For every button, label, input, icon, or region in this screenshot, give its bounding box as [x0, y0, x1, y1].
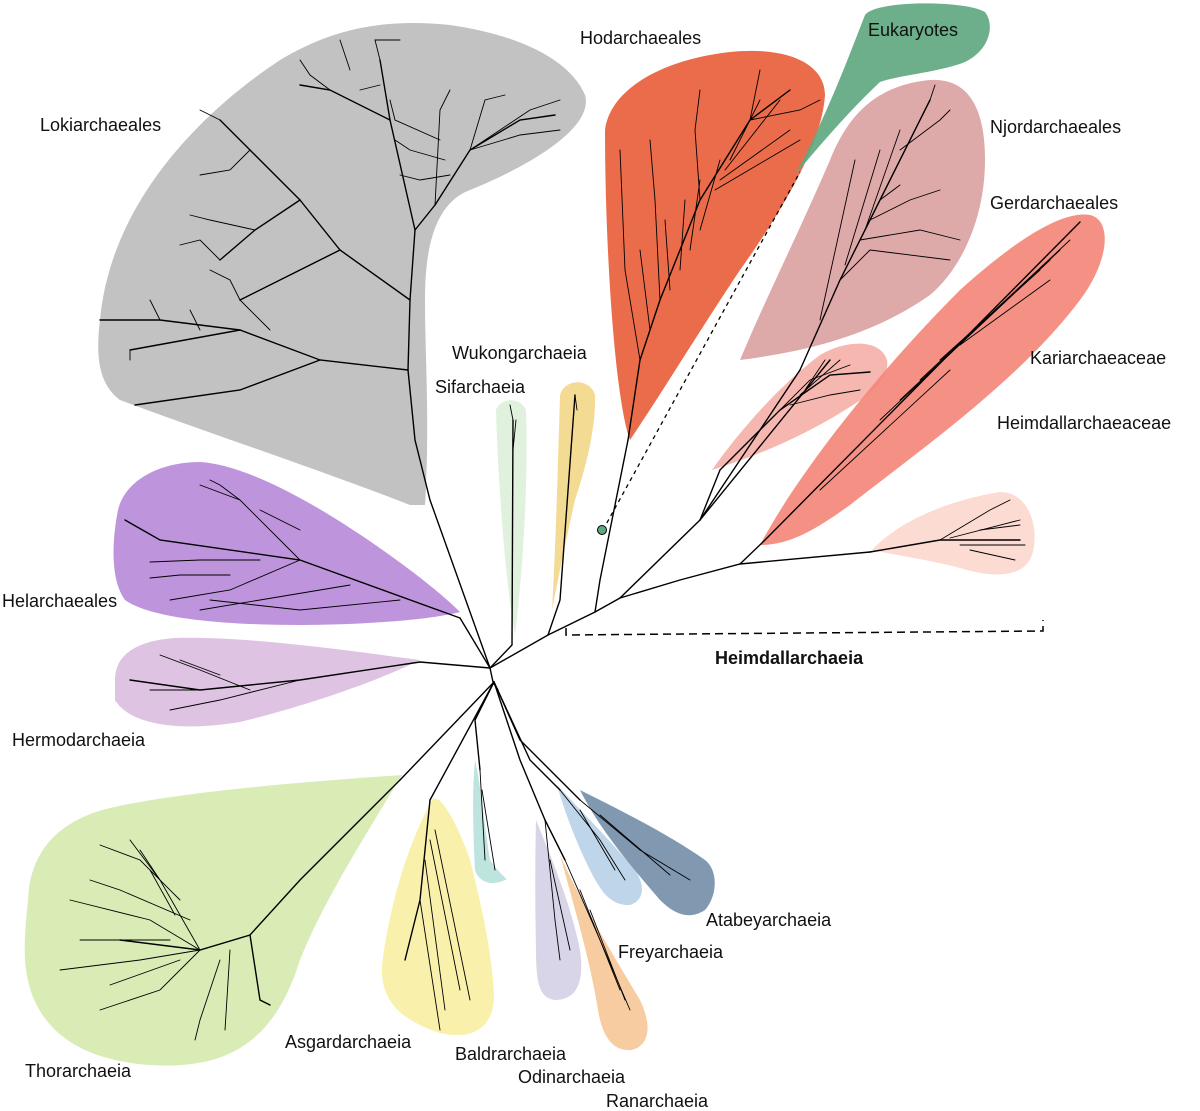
helarchaeales-branches — [124, 479, 461, 619]
label-lokiarchaeales: Lokiarchaeales — [40, 115, 161, 135]
thorarchaeia-region — [24, 775, 403, 1066]
freyarchaeia-region — [557, 785, 642, 906]
label-thorarchaeia: Thorarchaeia — [25, 1061, 132, 1081]
ranarchaeia-region — [560, 855, 648, 1051]
atabeyarchaeia-branches — [579, 799, 691, 881]
kariarchaeaceae-region — [760, 214, 1105, 545]
heimdallarchaeaceae-branches — [869, 499, 1026, 561]
label-freyarchaeia: Freyarchaeia — [618, 942, 724, 962]
lokiarchaeales-region — [98, 23, 586, 506]
gerdarchaeales-branches — [719, 359, 871, 471]
ranarchaeia-branches — [564, 859, 631, 1011]
hermodarchaeia-branches — [129, 654, 421, 711]
label-wukongarchaeia: Wukongarchaeia — [452, 343, 588, 363]
label-hodarchaeales: Hodarchaeales — [580, 28, 701, 48]
asgardarchaeia-branches — [404, 799, 471, 1031]
label-eukaryotes: Eukaryotes — [868, 20, 958, 40]
asgardarchaeia-region — [381, 798, 494, 1036]
label-gerdarchaeales: Gerdarchaeales — [990, 193, 1118, 213]
baldrarchaeia-branches — [479, 769, 496, 871]
label-baldrarchaeia: Baldrarchaeia — [455, 1044, 567, 1064]
label-heimdallarchaeaceae: Heimdallarchaeaceae — [997, 413, 1171, 433]
heimdallarchaeaceae-region — [872, 492, 1035, 575]
label-ranarchaeia: Ranarchaeia — [606, 1091, 709, 1111]
njordarchaeales-region — [740, 79, 985, 361]
lokiarchaeales-branches — [99, 39, 561, 406]
heimdallarchaeia-bracket — [565, 620, 1044, 636]
freyarchaeia-branches — [559, 789, 626, 881]
label-kariarchaeaceae: Kariarchaeaceae — [1030, 348, 1166, 368]
odinarchaeia-branches — [544, 819, 571, 961]
hermodarchaeia-region — [115, 637, 420, 727]
label-hermodarchaeia: Hermodarchaeia — [12, 730, 146, 750]
kariarchaeaceae-branches — [819, 239, 1071, 491]
sif-wukong-branches — [509, 394, 578, 451]
label-sifarchaeia: Sifarchaeia — [435, 377, 526, 397]
eukaryote-node-marker — [597, 525, 607, 535]
label-atabeyarchaeia: Atabeyarchaeia — [706, 910, 832, 930]
odinarchaeia-region — [535, 820, 582, 1000]
label-njordarchaeales: Njordarchaeales — [990, 117, 1121, 137]
sifarchaeia-region — [496, 400, 527, 635]
label-asgardarchaeia: Asgardarchaeia — [285, 1032, 412, 1052]
label-heimdallarchaeia: Heimdallarchaeia — [715, 648, 864, 668]
njordarchaeales-branches — [799, 84, 961, 371]
gerdarchaeales-region — [712, 343, 888, 470]
thorarchaeia-branches — [59, 779, 401, 1041]
atabeyarchaeia-region — [580, 790, 715, 916]
label-odinarchaeia: Odinarchaeia — [518, 1067, 626, 1087]
helarchaeales-region — [113, 462, 460, 625]
label-helarchaeales: Helarchaeales — [2, 591, 117, 611]
hodarchaeales-branches — [619, 69, 821, 441]
baldrarchaeia-region — [473, 760, 507, 883]
tree-backbone — [399, 171, 1081, 861]
hodarchaeales-region — [605, 50, 825, 440]
eukaryotes-region — [795, 3, 990, 175]
